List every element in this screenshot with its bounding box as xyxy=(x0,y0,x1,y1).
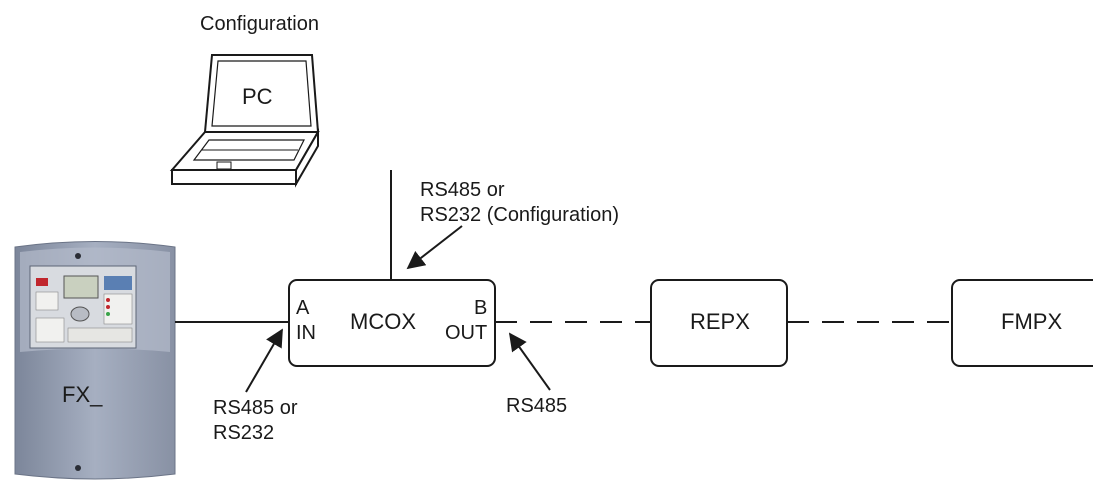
panel-display xyxy=(63,275,99,299)
config-link-arrow xyxy=(406,225,463,270)
fx-panel-label: FX_ xyxy=(62,382,103,407)
fx-panel-device xyxy=(14,241,176,480)
pc-touchpad-icon xyxy=(216,161,232,170)
config-link-label-line1: RS485 or xyxy=(420,179,505,201)
pc-label: PC xyxy=(242,84,273,109)
repx-label: REPX xyxy=(690,309,750,334)
panel-keypad-dial xyxy=(70,306,90,322)
input-link-arrow xyxy=(245,328,283,393)
pc-keyboard-base xyxy=(169,131,320,171)
panel-bottom-screw-icon xyxy=(75,465,81,471)
input-link-label-line1: RS485 or xyxy=(213,397,298,419)
mcox-label: MCOX xyxy=(350,309,416,334)
fmpx-label: FMPX xyxy=(1001,309,1063,334)
input-link-label-line2: RS232 xyxy=(213,422,275,444)
config-link-label-line2: RS232 (Configuration) xyxy=(420,204,619,226)
mcox-port-b-letter: B xyxy=(474,297,488,319)
output-link-arrow xyxy=(508,332,551,391)
mcox-port-a-direction: IN xyxy=(296,322,316,344)
fmpx-box xyxy=(951,279,1093,367)
output-link-label: RS485 xyxy=(506,395,568,417)
pc-caption: Configuration xyxy=(200,13,319,35)
mcox-port-a-letter: A xyxy=(296,297,310,319)
panel-top-screw-icon xyxy=(75,253,81,259)
mcox-port-b-direction: OUT xyxy=(445,322,488,344)
pc-laptop xyxy=(169,54,320,188)
